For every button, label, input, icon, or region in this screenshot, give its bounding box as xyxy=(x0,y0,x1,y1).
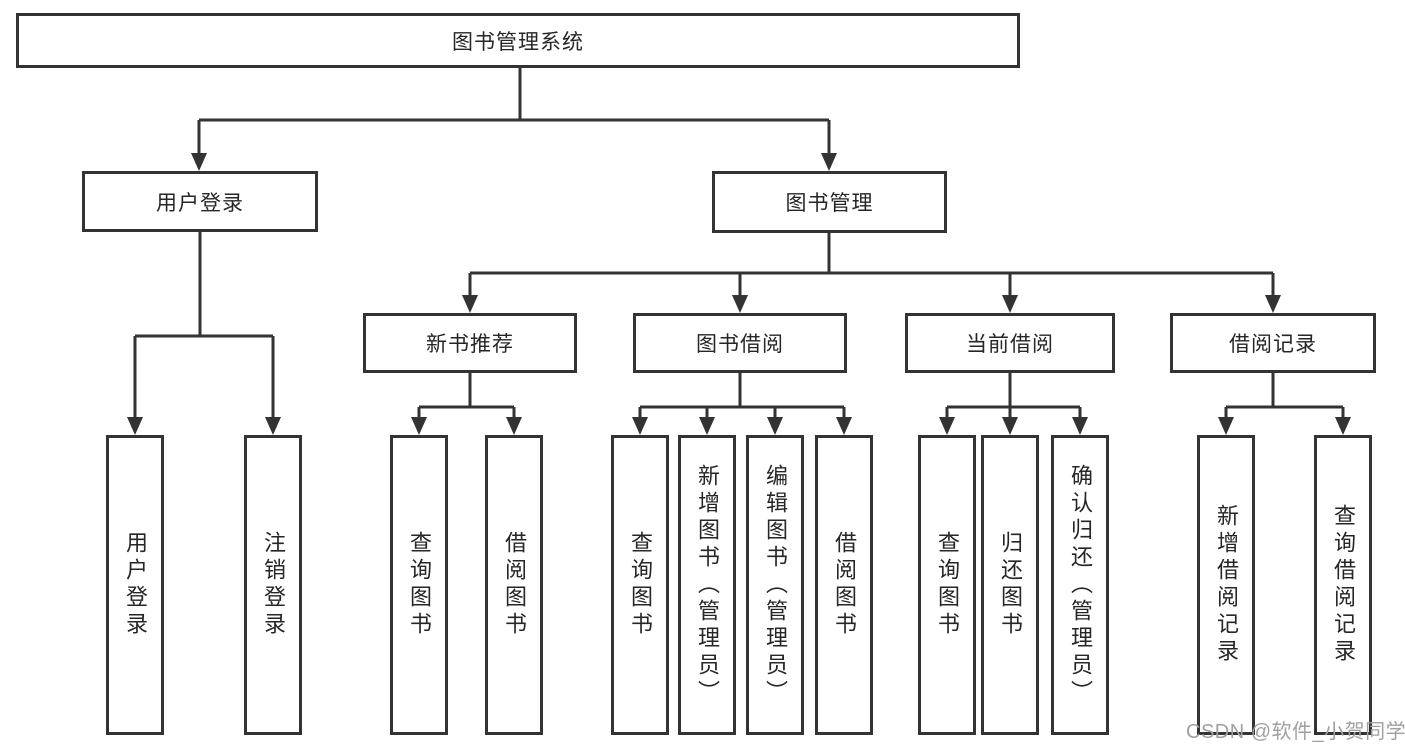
leaf-query-borrow-record: 查询借阅记录 xyxy=(1314,435,1372,735)
node-current-borrow: 当前借阅 xyxy=(905,313,1115,373)
node-label: 归还图书 xyxy=(998,531,1023,639)
leaf-current-query-book: 查询图书 xyxy=(918,435,976,735)
leaf-add-borrow-record: 新增借阅记录 xyxy=(1197,435,1255,735)
leaf-logout: 注销登录 xyxy=(244,435,302,735)
leaf-borrow-book: 借阅图书 xyxy=(815,435,873,735)
node-label: 图书管理 xyxy=(785,192,874,215)
node-label: 新书推荐 xyxy=(426,333,514,356)
node-label: 查询图书 xyxy=(935,531,960,639)
arrowhead-icons xyxy=(127,153,1351,435)
node-label: 当前借阅 xyxy=(966,333,1054,356)
node-label: 借阅记录 xyxy=(1229,333,1317,356)
node-book-borrow: 图书借阅 xyxy=(633,313,847,373)
node-label: 用户登录 xyxy=(123,531,148,639)
node-label: 新增借阅记录 xyxy=(1214,504,1239,666)
node-label: 确认归还（管理员） xyxy=(1068,463,1093,707)
leaf-confirm-return-admin: 确认归还（管理员） xyxy=(1051,435,1109,735)
node-label: 借阅图书 xyxy=(832,531,857,639)
node-label: 新增图书（管理员） xyxy=(695,463,720,707)
node-label: 查询借阅记录 xyxy=(1331,504,1356,666)
node-new-book-recommend: 新书推荐 xyxy=(363,313,577,373)
node-label: 用户登录 xyxy=(156,191,244,215)
node-label: 编辑图书（管理员） xyxy=(763,463,788,707)
node-label: 借阅图书 xyxy=(502,531,527,639)
leaf-borrow-query-book: 查询图书 xyxy=(611,435,669,735)
leaf-edit-book-admin: 编辑图书（管理员） xyxy=(746,435,804,735)
leaf-recommend-query-book: 查询图书 xyxy=(390,435,448,735)
node-label: 图书借阅 xyxy=(696,333,784,356)
leaf-recommend-borrow-book: 借阅图书 xyxy=(485,435,543,735)
leaf-return-book: 归还图书 xyxy=(981,435,1039,735)
node-label: 查询图书 xyxy=(407,531,432,639)
node-library-system: 图书管理系统 xyxy=(16,13,1020,68)
node-label: 图书管理系统 xyxy=(452,30,584,54)
node-label: 查询图书 xyxy=(628,531,653,639)
leaf-user-login: 用户登录 xyxy=(106,435,164,735)
node-book-management: 图书管理 xyxy=(712,171,947,233)
node-user-login: 用户登录 xyxy=(82,171,318,232)
leaf-add-book-admin: 新增图书（管理员） xyxy=(678,435,736,735)
node-borrow-records: 借阅记录 xyxy=(1170,313,1376,373)
csdn-watermark: CSDN @软件_小贺同学 xyxy=(1186,721,1405,743)
node-label: 注销登录 xyxy=(261,531,286,639)
